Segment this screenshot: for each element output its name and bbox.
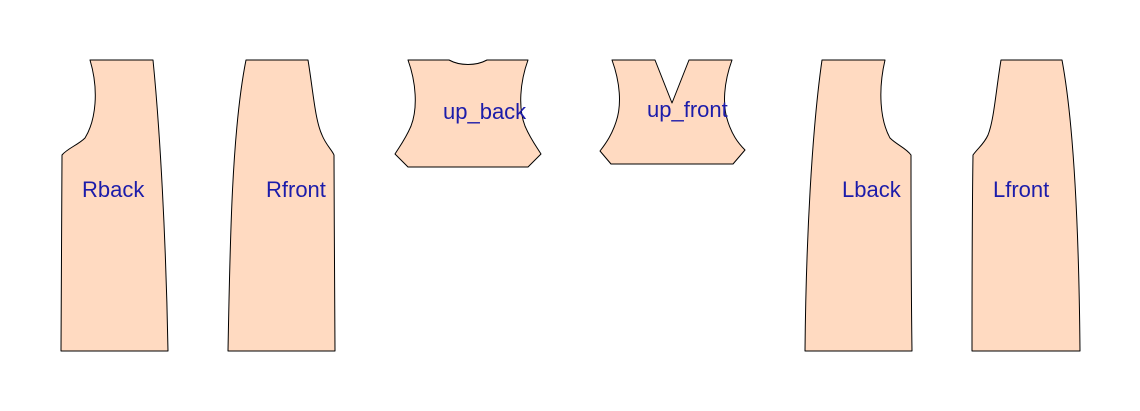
piece-lback-shape — [804, 59, 913, 352]
piece-up-front-shape — [599, 59, 746, 165]
piece-lfront-label: Lfront — [993, 177, 1049, 202]
piece-rback[interactable]: Rback — [60, 59, 169, 352]
piece-up-back-label: up_back — [443, 99, 527, 124]
piece-rfront-shape — [227, 59, 336, 352]
piece-up-back[interactable]: up_back — [394, 59, 542, 168]
piece-lfront-shape — [971, 59, 1081, 352]
piece-rfront-label: Rfront — [266, 177, 326, 202]
piece-lfront[interactable]: Lfront — [971, 59, 1081, 352]
piece-up-back-shape — [394, 59, 542, 168]
piece-up-front-label: up_front — [647, 97, 728, 122]
piece-rfront[interactable]: Rfront — [227, 59, 336, 352]
piece-lback-label: Lback — [842, 177, 902, 202]
piece-lback[interactable]: Lback — [804, 59, 913, 352]
piece-up-front[interactable]: up_front — [599, 59, 746, 165]
piece-rback-shape — [60, 59, 169, 352]
piece-rback-label: Rback — [82, 177, 145, 202]
